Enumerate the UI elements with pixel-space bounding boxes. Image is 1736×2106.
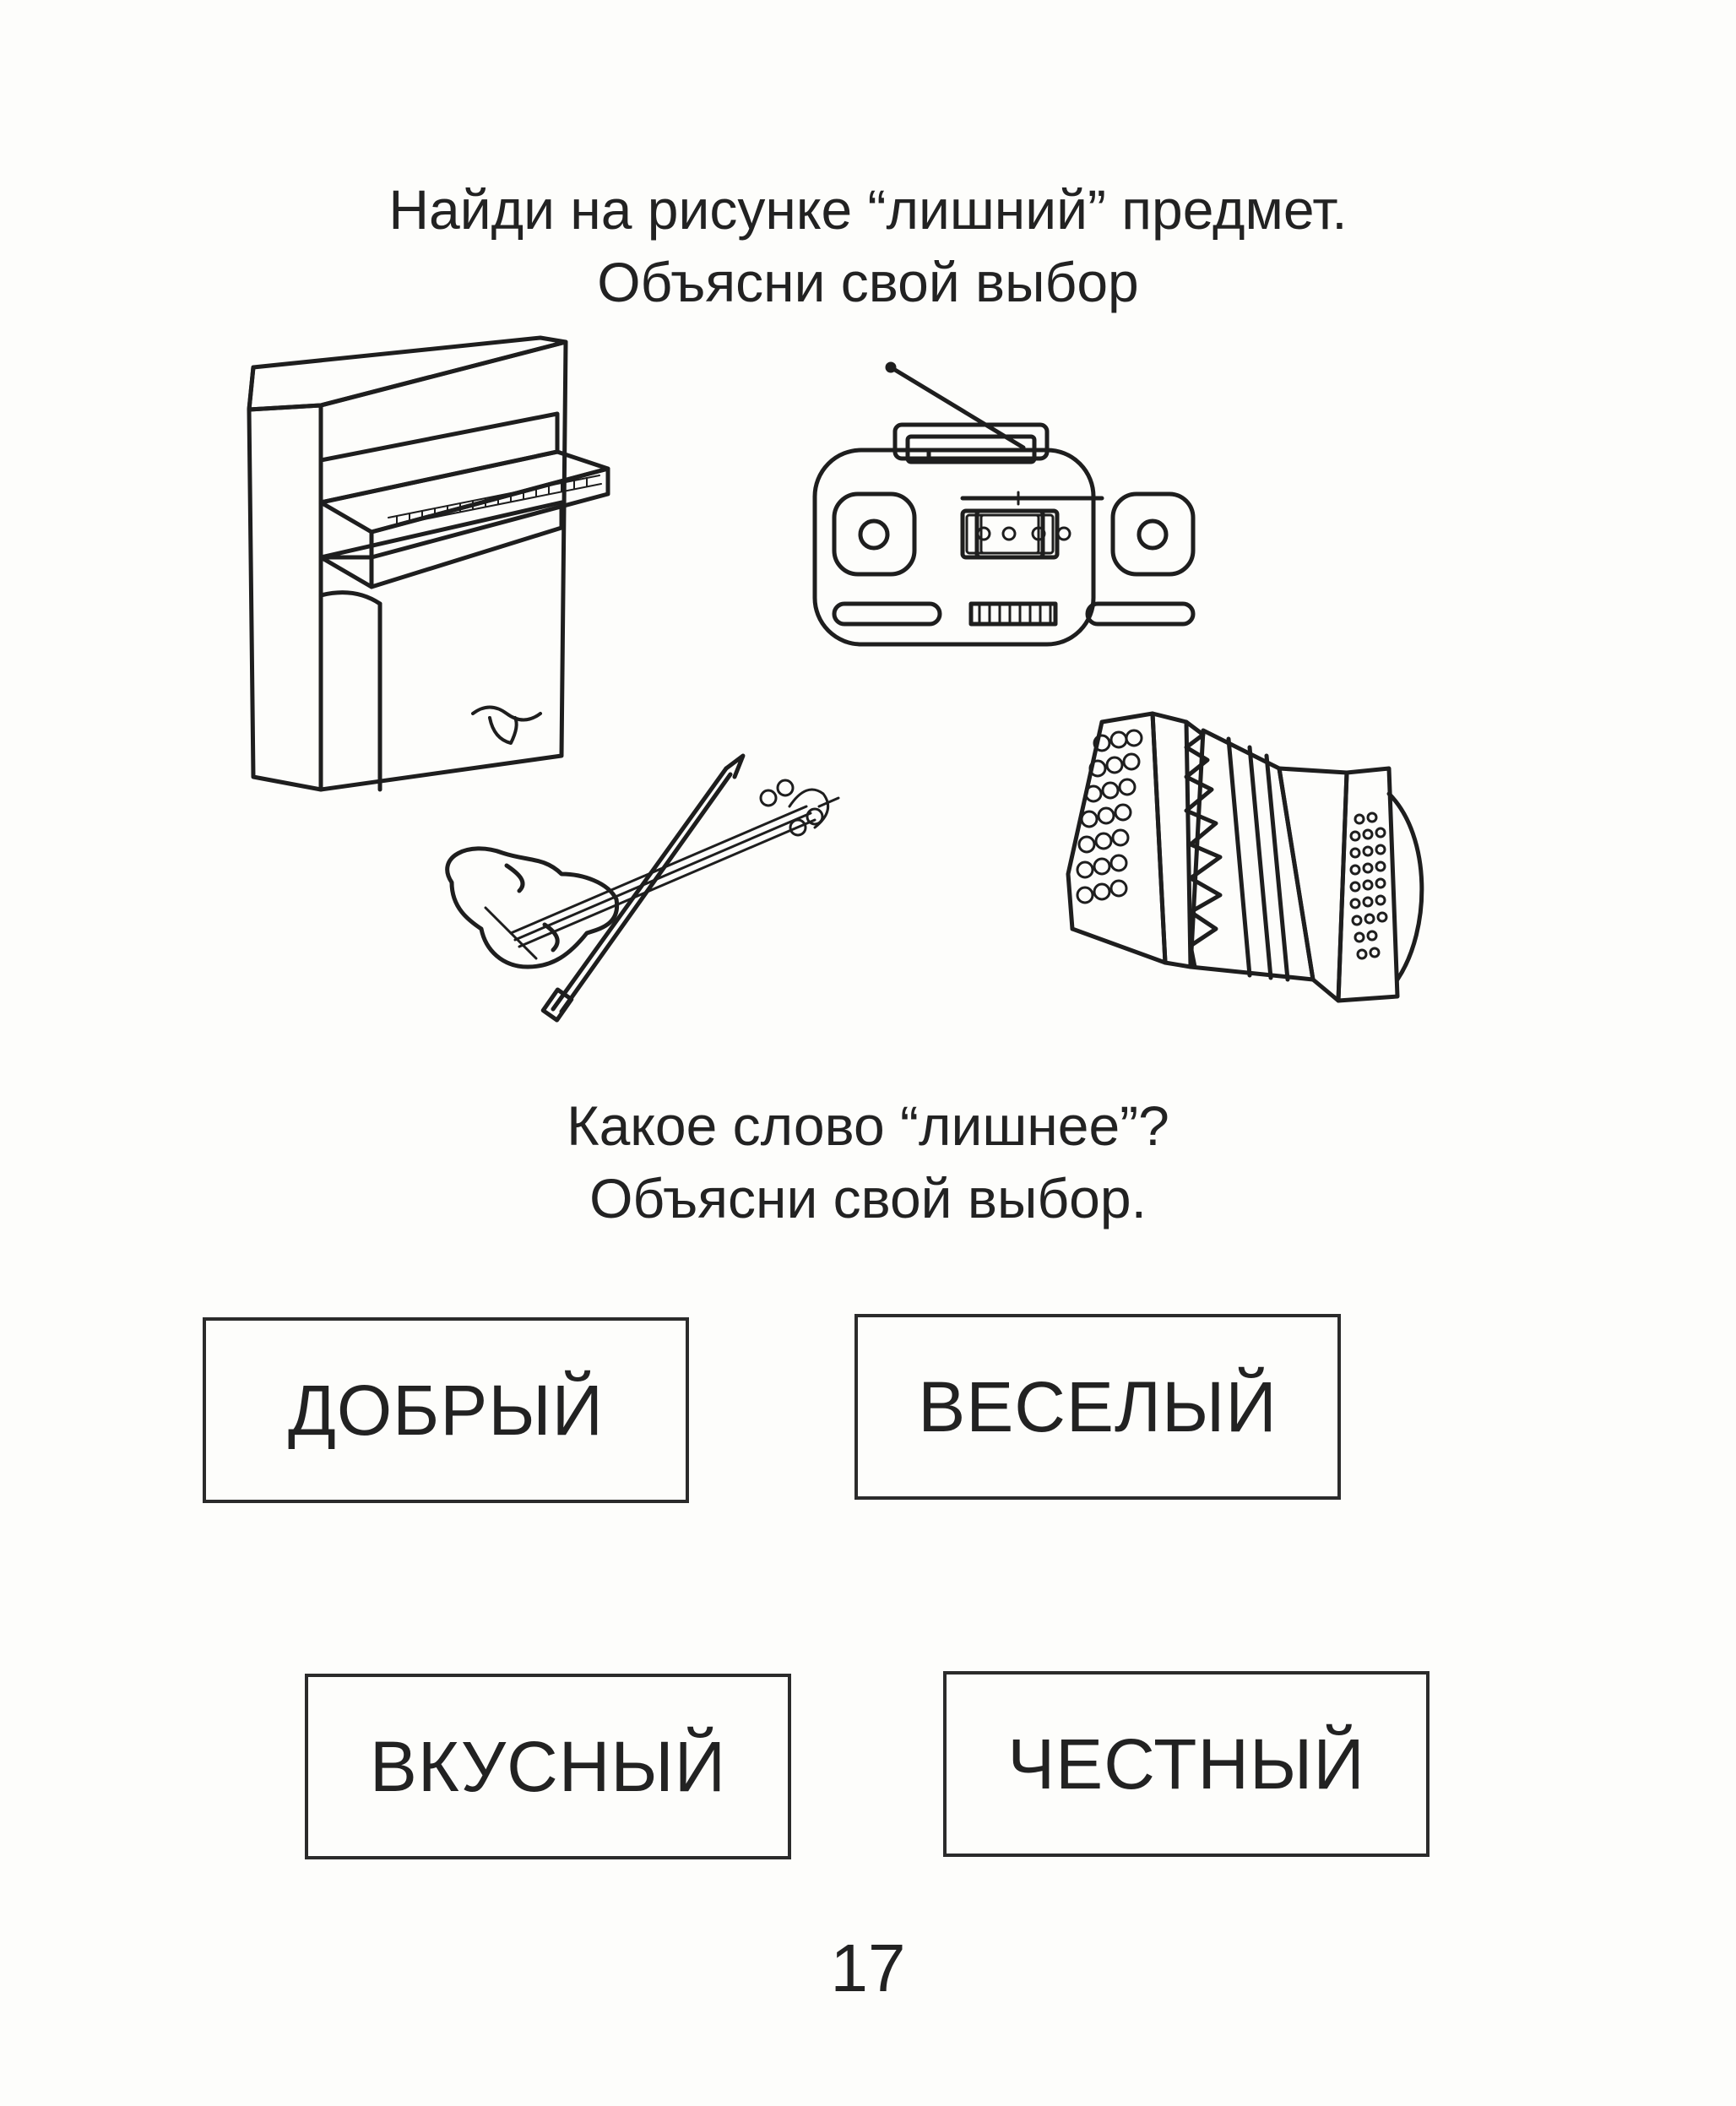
task-1-instructions: Найди на рисунке “лишний” предмет. Объяс… <box>0 173 1736 318</box>
accordion-icon <box>1066 711 1424 1003</box>
word-box-dobryi[interactable]: ДОБРЫЙ <box>203 1317 689 1503</box>
task-1-line-2: Объясни свой выбор <box>597 251 1139 313</box>
page-number: 17 <box>830 1930 906 2006</box>
task-2-line-1: Какое слово “лишнее”? <box>567 1094 1169 1157</box>
task-2-instructions: Какое слово “лишнее”? Объясни свой выбор… <box>0 1089 1736 1235</box>
task-1-line-1: Найди на рисунке “лишний” предмет. <box>388 178 1348 241</box>
violin-icon <box>445 753 840 1023</box>
piano-icon <box>247 335 610 792</box>
word-box-vkusnyi[interactable]: ВКУСНЫЙ <box>305 1674 791 1859</box>
boombox-icon <box>812 361 1196 647</box>
word-box-chestnyi[interactable]: ЧЕСТНЫЙ <box>943 1671 1429 1857</box>
task-2-line-2: Объясни свой выбор. <box>589 1167 1147 1229</box>
word-box-veselyi[interactable]: ВЕСЕЛЫЙ <box>854 1314 1341 1500</box>
